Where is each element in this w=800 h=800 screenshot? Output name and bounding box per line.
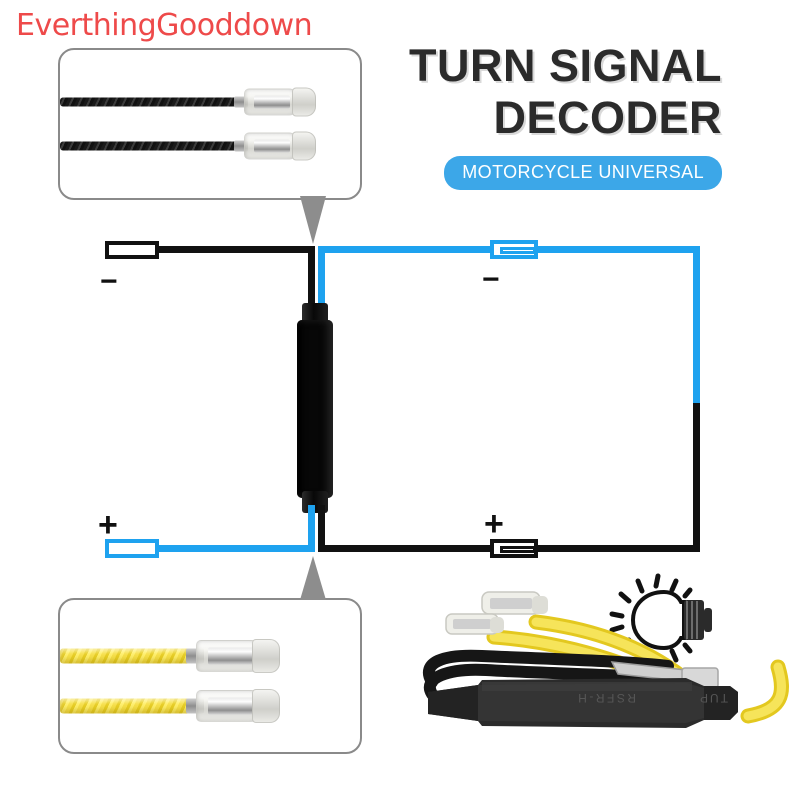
wire-blue-bottom-h <box>108 545 315 552</box>
sign-plus-bottom-left: + <box>98 506 118 544</box>
wire-blue-top-h-right <box>524 246 700 253</box>
module-print-tup: TUP <box>698 691 728 705</box>
wire-insulation <box>60 97 242 107</box>
sleeve-cap <box>292 131 316 161</box>
module-print: RSFR-H TUP <box>576 691 728 705</box>
crimp-barrel <box>234 140 248 152</box>
connector-bottom-left <box>105 539 159 558</box>
callout-pointer-bottom <box>300 556 326 600</box>
wire-insulation <box>60 648 196 664</box>
connector-blade <box>500 546 536 553</box>
wire-blue-right-v <box>693 246 700 403</box>
sleeve-cap <box>292 87 316 117</box>
sleeve-cap <box>252 639 280 673</box>
wire-black-bottom-v <box>318 505 325 552</box>
sign-minus-top-left: − <box>100 265 118 298</box>
photo-card-yellow-wires <box>58 598 362 754</box>
title-line-1: TURN SIGNAL <box>409 40 722 91</box>
title-line-2: DECODER <box>493 92 722 143</box>
wire-insulation <box>60 141 242 151</box>
connector-blade <box>500 247 536 254</box>
callout-pointer-top <box>300 196 326 244</box>
sign-minus-top-right: − <box>482 263 500 296</box>
wire-black-right-v <box>693 403 700 552</box>
connector-top-right <box>490 240 538 259</box>
wire-black-top-h <box>159 246 315 253</box>
subtitle-badge: MOTORCYCLE UNIVERSAL <box>444 156 722 190</box>
yellow-terminal-upper <box>481 591 548 615</box>
module-print-rsfr: RSFR-H <box>576 691 636 705</box>
metal-blade <box>208 697 254 715</box>
wire-black-top-v <box>308 246 315 308</box>
wiring-diagram: − − + + <box>0 215 800 668</box>
sleeve-cap <box>252 689 280 723</box>
wire-blue-top-v <box>318 246 325 308</box>
photo-card-black-wires <box>58 48 362 200</box>
yellow-terminal-lower <box>445 613 504 635</box>
wire-black-bottom-h-right <box>524 545 700 552</box>
module-body <box>428 678 738 728</box>
sign-plus-bottom-right: + <box>484 505 504 543</box>
decoder-module <box>297 320 333 498</box>
metal-blade <box>254 139 290 153</box>
headline-block: TURN SIGNAL DECODER MOTORCYCLE UNIVERSAL <box>392 40 722 190</box>
connector-top-left <box>105 241 159 259</box>
watermark-text: EverthingGooddown <box>16 8 313 43</box>
module-collar-top <box>302 303 328 325</box>
wire-insulation <box>60 698 196 714</box>
wire-blue-top-h-left <box>318 246 494 253</box>
product-photo: RSFR-H TUP <box>422 591 789 728</box>
wire-black-bottom-h-left <box>318 545 494 552</box>
crimp-barrel <box>234 96 248 108</box>
light-bulb-icon <box>609 573 712 668</box>
connector-bottom-right <box>490 539 538 558</box>
metal-blade <box>208 647 254 665</box>
metal-blade <box>254 95 290 109</box>
wire-blue-bottom-v <box>308 505 315 552</box>
